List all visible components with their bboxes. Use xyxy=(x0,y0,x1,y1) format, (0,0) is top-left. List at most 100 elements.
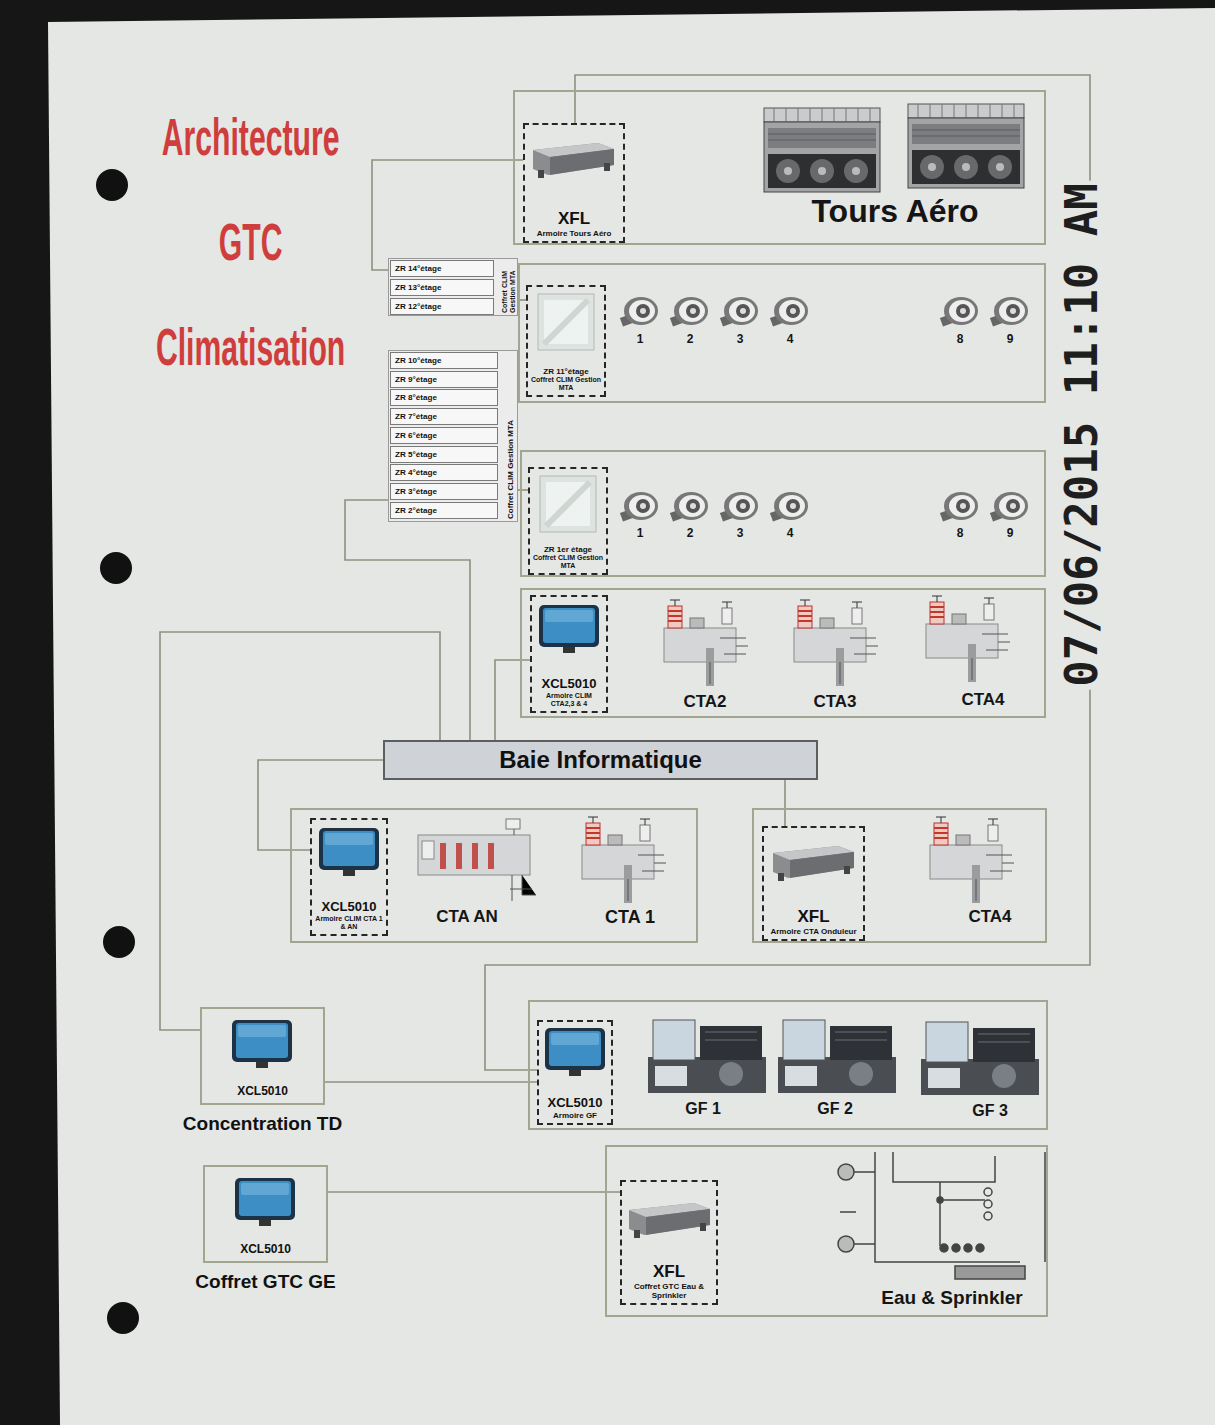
floor-label: ZR 8°étage xyxy=(391,390,497,405)
device-name: XFL xyxy=(527,209,621,229)
device-caption: Coffret CLIM Gestion MTA xyxy=(530,376,602,392)
floor-label: ZR 9°étage xyxy=(391,372,497,387)
equipment-label: 3 xyxy=(737,333,744,346)
floor-label: ZR 7°étage xyxy=(391,409,497,424)
date-stamp: 07/06/2015 11:10 AM xyxy=(1060,180,1104,689)
floor-box: ZR 13°étage xyxy=(390,279,494,296)
equipment-label: 4 xyxy=(787,527,794,540)
equipment-panel: CTA2 CTA3 CTA4 XCL5010Armoire CLIM CTA2,3 &… xyxy=(520,588,1046,718)
chillers xyxy=(648,1020,1039,1095)
diagram-title: Architecture GTC Climatisation xyxy=(152,85,349,400)
bus-line xyxy=(784,780,786,826)
equipment-label: 1 xyxy=(637,527,644,540)
group-caption: Coffret CLIM Gestion MTA xyxy=(507,353,516,519)
device-name: XCL5010 xyxy=(541,1096,609,1111)
floor-label: ZR 4°étage xyxy=(391,465,497,480)
device-name: XCL5010 xyxy=(314,900,384,915)
box-caption: Concentration TD xyxy=(183,1113,342,1135)
sprinkler-schematic xyxy=(838,1152,1045,1279)
controller-box: ZR 11°étageCoffret CLIM Gestion MTA xyxy=(526,285,606,397)
equipment-label: 2 xyxy=(687,527,694,540)
floor-box: ZR 12°étage xyxy=(390,298,494,315)
paper-sheet xyxy=(48,8,1215,1425)
bus-line xyxy=(485,75,1090,1070)
bus-line xyxy=(328,1191,620,1193)
equipment-label: 9 xyxy=(1007,527,1014,540)
device-caption: Armoire CLIM CTA2,3 & 4 xyxy=(534,692,604,708)
equipment-label: CTA3 xyxy=(813,693,856,712)
floor-label: ZR 5°étage xyxy=(391,447,497,462)
floor-box: ZR 7°étage xyxy=(390,408,498,425)
device-name: XFL xyxy=(766,907,861,927)
equipment-label: GF 3 xyxy=(972,1102,1008,1120)
floor-label: ZR 12°étage xyxy=(391,299,493,314)
equipment-label: 1 xyxy=(637,333,644,346)
equipment-label: CTA4 xyxy=(968,908,1011,927)
floor-box: ZR 8°étage xyxy=(390,389,498,406)
equipment-label: GF 1 xyxy=(685,1100,721,1118)
equipment-panel: Eau & Sprinkler XFLCoffret GTC Eau & Spri… xyxy=(605,1145,1048,1317)
device-name: XCL5010 xyxy=(534,677,604,692)
floor-box: ZR 4°étage xyxy=(390,464,498,481)
bus-line xyxy=(372,160,523,270)
equipment-panel: 1 2 3 4 8 9 ZR 1er étageCoffret CLIM Gestion M… xyxy=(520,450,1046,577)
floor-label: ZR 3°étage xyxy=(391,484,497,499)
floor-label: ZR 2°étage xyxy=(391,503,497,518)
equipment-label: 2 xyxy=(687,333,694,346)
floor-box: ZR 5°étage xyxy=(390,446,498,463)
equipment-label: 8 xyxy=(957,527,964,540)
equipment-panel: Tours Aéro XFLArmoire Tours Aéro xyxy=(513,90,1046,245)
floor-list: Coffret CLIM Gestion MTA ZR 14°étage ZR 13… xyxy=(388,258,518,316)
cooling-towers xyxy=(764,104,1024,192)
equipment-label: 3 xyxy=(737,527,744,540)
controller-box: XCL5010Armoire GF xyxy=(537,1020,613,1125)
controller-box: XFLArmoire Tours Aéro xyxy=(523,123,625,243)
equipment-label: 8 xyxy=(957,333,964,346)
device-caption: Armoire GF xyxy=(541,1111,609,1120)
equipment-label: Eau & Sprinkler xyxy=(881,1288,1023,1309)
device-name: XCL5010 xyxy=(202,1084,323,1098)
device-name: ZR 1er étage xyxy=(532,545,604,554)
equipment-label: 9 xyxy=(1007,333,1014,346)
equipment-label: CTA2 xyxy=(683,693,726,712)
controller-box: XFLArmoire CTA Onduleur xyxy=(762,826,865,941)
controller-box: XCL5010Concentration TD xyxy=(200,1007,325,1105)
bus-line xyxy=(325,1081,537,1083)
controller-box: XCL5010Armoire CLIM CTA2,3 & 4 xyxy=(530,595,608,713)
device-caption: Armoire Tours Aéro xyxy=(527,229,621,238)
equipment-label: GF 2 xyxy=(817,1100,853,1118)
device-caption: Armoire CTA Onduleur xyxy=(766,927,861,936)
controller-box: XCL5010Armoire CLIM CTA 1 & AN xyxy=(310,818,388,936)
floor-box: ZR 2°étage xyxy=(390,502,498,519)
box-caption: Coffret GTC GE xyxy=(195,1271,335,1293)
floor-label: ZR 10°étage xyxy=(391,353,497,368)
band-label: Baie Informatique xyxy=(499,746,702,774)
bus-line xyxy=(495,660,530,740)
device-caption: Coffret CLIM Gestion MTA xyxy=(532,554,604,570)
floor-list: Coffret CLIM Gestion MTA ZR 10°étage ZR 9°… xyxy=(388,350,518,522)
bus-line xyxy=(258,760,383,850)
floor-box: ZR 3°étage xyxy=(390,483,498,500)
fan-units xyxy=(620,297,1028,521)
controller-box: ZR 1er étageCoffret CLIM Gestion MTA xyxy=(528,467,608,575)
group-caption: Coffret CLIM Gestion MTA xyxy=(501,261,516,313)
equipment-label: 4 xyxy=(787,333,794,346)
equipment-label: CTA4 xyxy=(961,691,1004,710)
device-caption: Coffret GTC Eau & Sprinkler xyxy=(624,1282,714,1300)
floor-box: ZR 6°étage xyxy=(390,427,498,444)
equipment-panel: 1 2 3 4 8 9 ZR 11°étageCoffret CLIM Gestion MT… xyxy=(518,263,1046,403)
controller-box: XFLCoffret GTC Eau & Sprinkler xyxy=(620,1180,718,1305)
punch-holes xyxy=(96,169,139,1334)
bus-line xyxy=(345,500,470,740)
floor-label: ZR 6°étage xyxy=(391,428,497,443)
device-caption: Armoire CLIM CTA 1 & AN xyxy=(314,915,384,931)
equipment-label: Tours Aéro xyxy=(811,194,978,229)
equipment-label: CTA 1 xyxy=(605,908,655,928)
bus-line xyxy=(160,632,440,1030)
device-name: XCL5010 xyxy=(205,1242,326,1256)
equipment-panel: CTA ANCTA 1XCL5010Armoire CLIM CTA 1 & A… xyxy=(290,808,698,943)
floor-box: ZR 9°étage xyxy=(390,371,498,388)
floor-box: ZR 14°étage xyxy=(390,260,494,277)
